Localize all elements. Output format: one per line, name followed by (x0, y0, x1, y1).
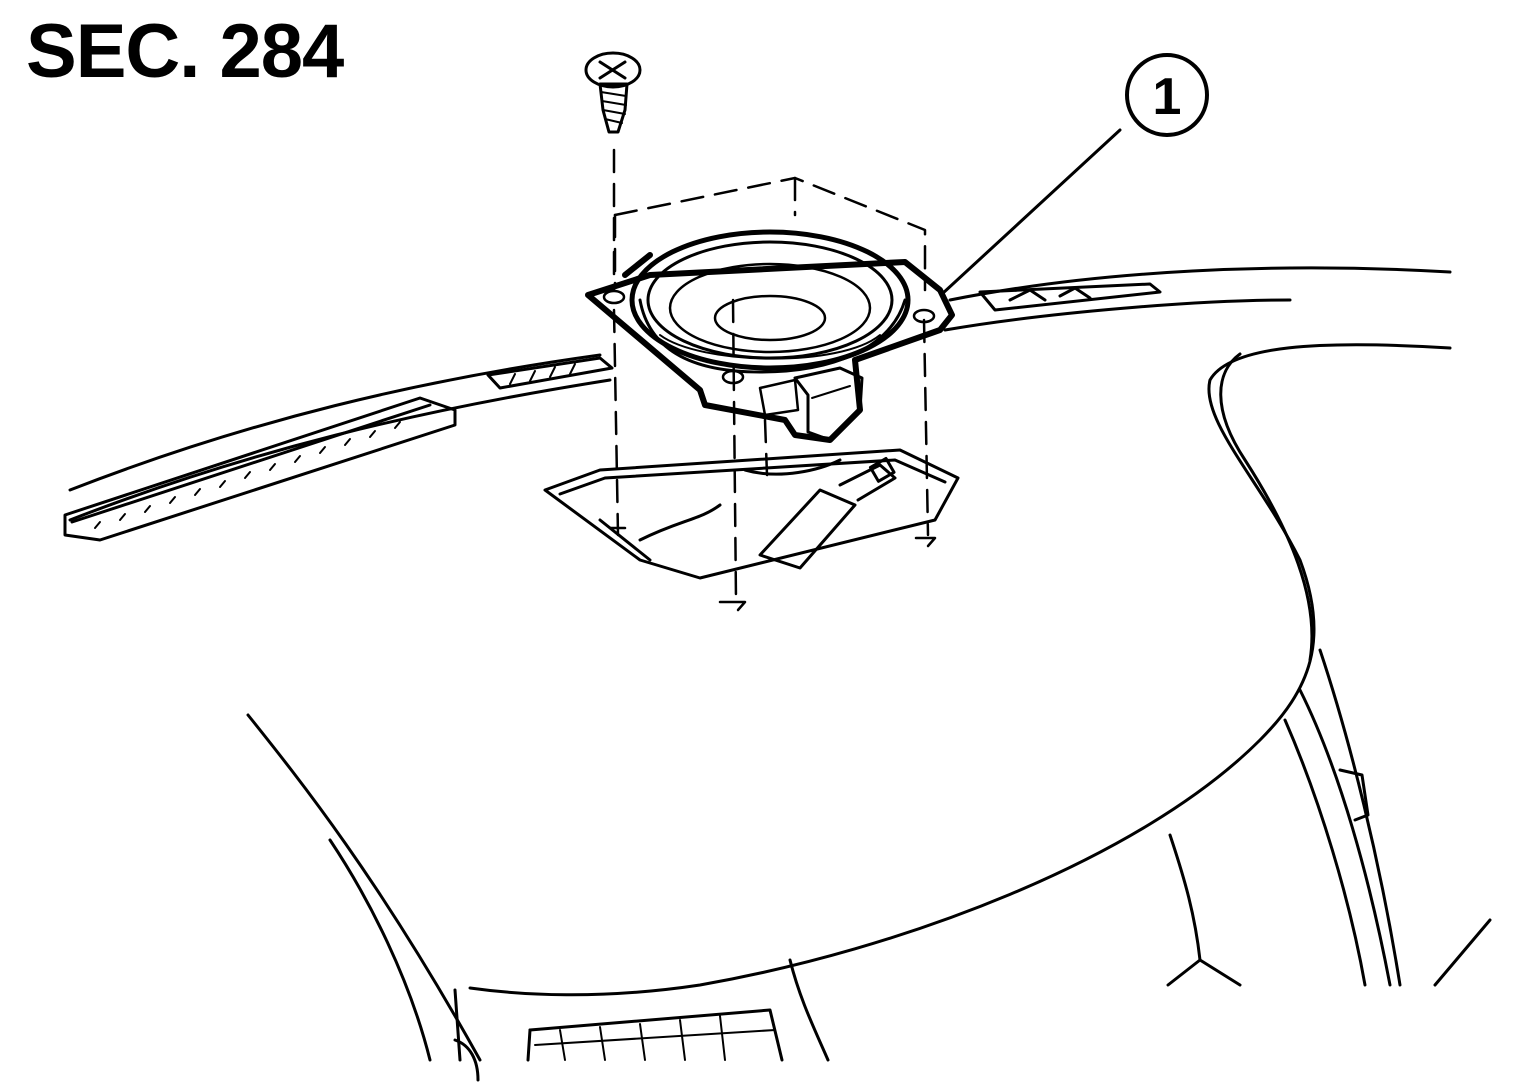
instrument-panel-lower (246, 648, 1492, 1082)
callout-1: 1 (940, 53, 1209, 296)
screw-icon (584, 51, 642, 134)
speaker-assembly (585, 229, 955, 443)
section-title: SEC. 284 (26, 9, 344, 94)
defroster-vent-right (978, 282, 1162, 312)
instrument-panel-outline (68, 266, 1452, 997)
installation-guide-lines (612, 148, 930, 602)
defroster-vent-left (63, 396, 457, 542)
callout-1-number: 1 (1153, 68, 1182, 126)
side-vent-small (486, 356, 614, 390)
hole-marks (608, 526, 937, 612)
speaker-mounting-opening (543, 448, 960, 580)
